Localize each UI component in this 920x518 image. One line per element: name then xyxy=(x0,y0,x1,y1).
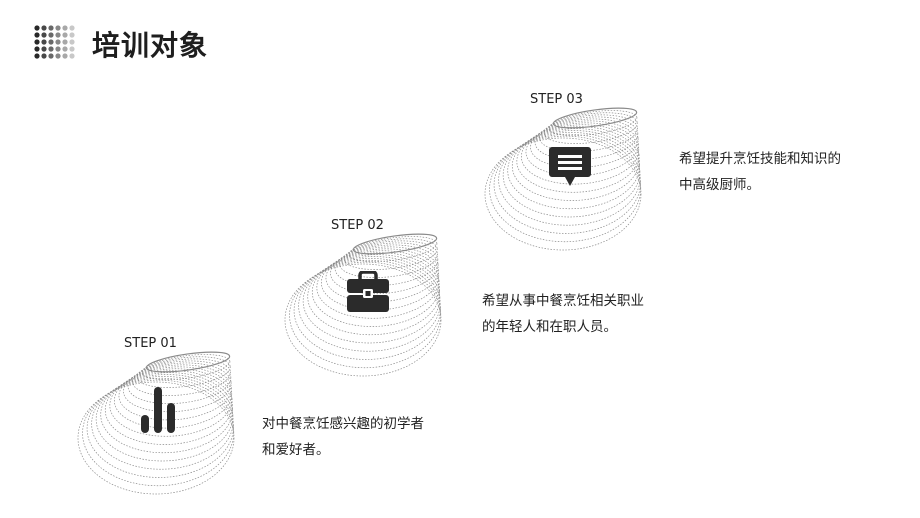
dot-grid-icon xyxy=(34,25,75,59)
swirl-decoration xyxy=(484,107,642,251)
step-01-card: STEP 01 xyxy=(77,330,268,495)
step-02-description: 希望从事中餐烹饪相关职业的年轻人和在职人员。 xyxy=(482,293,644,335)
step-01-label: STEP 01 xyxy=(124,336,177,351)
step-01-description: 对中餐烹饪感兴趣的初学者和爱好者。 xyxy=(262,416,424,458)
step-03-description: 希望提升烹饪技能和知识的中高级厨师。 xyxy=(679,151,841,193)
page-title: 培训对象 xyxy=(92,29,209,62)
step-02-card: STEP 02 xyxy=(284,212,475,377)
step-03-label: STEP 03 xyxy=(530,92,583,107)
swirl-decoration xyxy=(77,351,235,495)
step-02-label: STEP 02 xyxy=(331,218,384,233)
chat-bubble-icon xyxy=(549,147,591,186)
briefcase-icon xyxy=(347,271,389,312)
step-03-card: STEP 03 xyxy=(484,86,675,251)
bar-chart-icon xyxy=(141,387,175,433)
swirl-decoration xyxy=(284,233,442,377)
